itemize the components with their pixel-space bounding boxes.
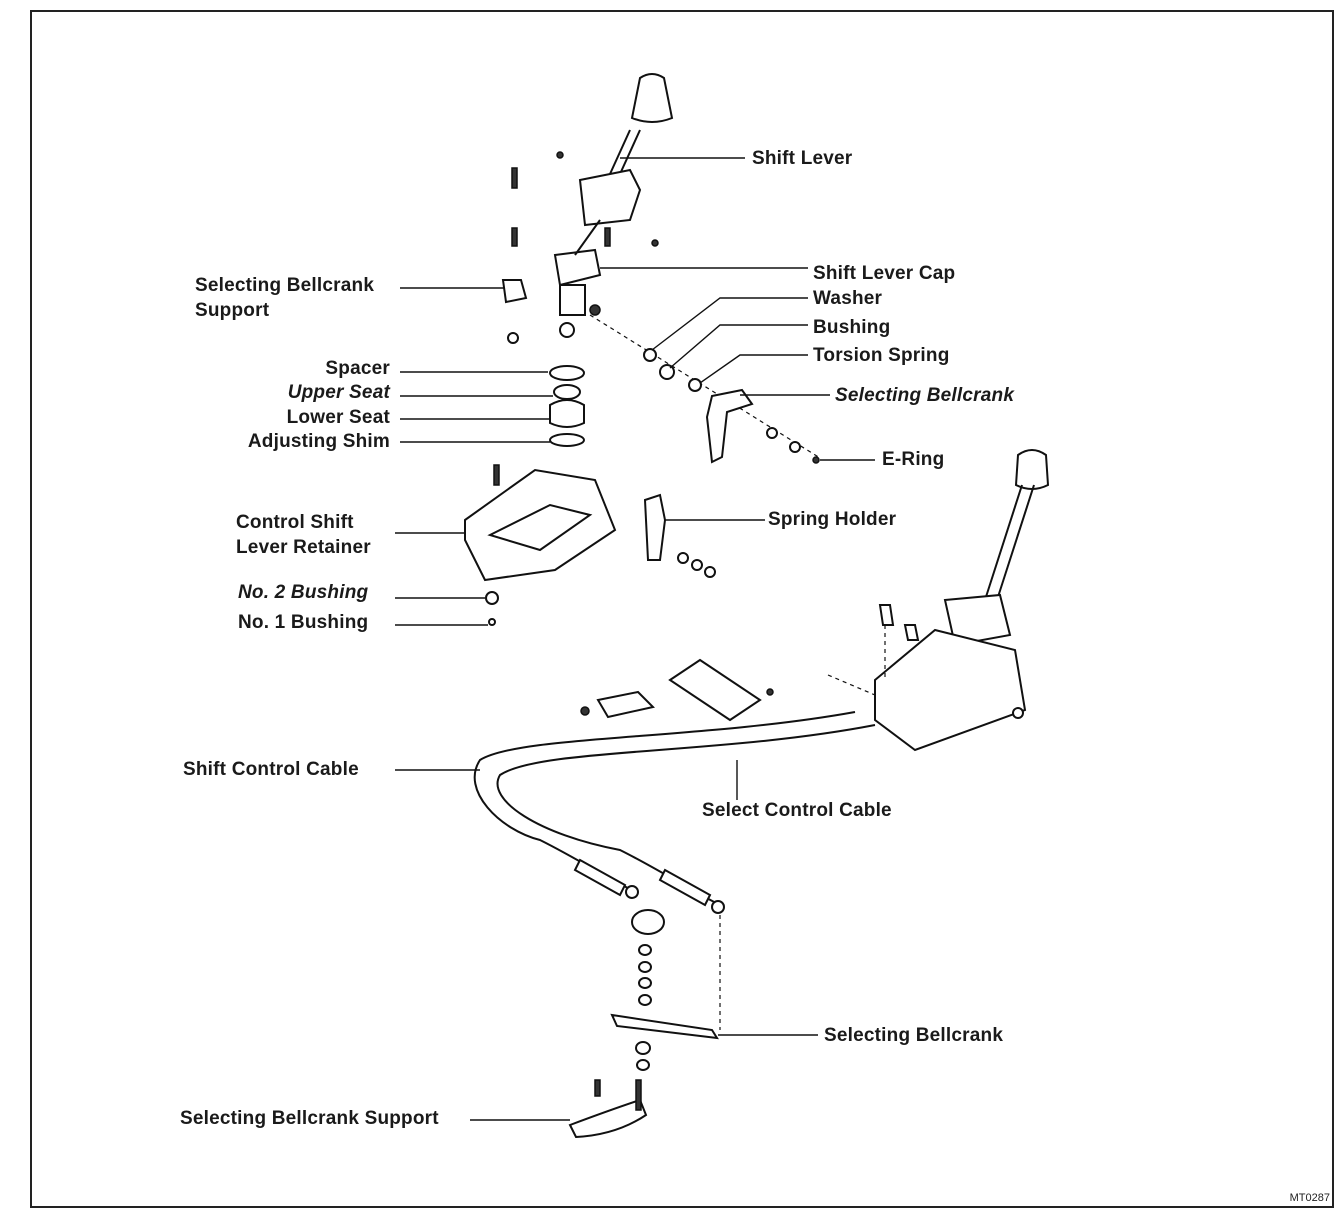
spring-holder-part: [643, 493, 716, 578]
label-torsion-spring: Torsion Spring: [813, 345, 950, 366]
label-no1-bushing: No. 1 Bushing: [238, 612, 369, 633]
brackets-part: [580, 658, 774, 722]
leader-lines: [395, 157, 875, 1121]
label-selecting-bellcrank-support-upper-line2: Support: [195, 300, 270, 321]
label-upper-seat: Upper Seat: [287, 382, 390, 403]
label-control-shift-lever-retainer-line2: Lever Retainer: [236, 537, 371, 558]
cables-part: [473, 711, 876, 914]
label-bushing: Bushing: [813, 317, 891, 338]
label-washer: Washer: [813, 288, 883, 309]
label-select-control-cable: Select Control Cable: [702, 800, 892, 821]
label-adjusting-shim: Adjusting Shim: [247, 431, 390, 452]
retainer-part: [464, 464, 617, 626]
seats-stack-part: [549, 365, 585, 447]
label-selecting-bellcrank-lower: Selecting Bellcrank: [824, 1025, 1004, 1046]
label-shift-lever-cap: Shift Lever Cap: [813, 263, 956, 284]
label-spring-holder: Spring Holder: [768, 509, 897, 530]
label-shift-lever: Shift Lever: [752, 148, 853, 169]
upper-shift-lever-part: [501, 73, 674, 344]
label-no2-bushing: No. 2 Bushing: [238, 582, 369, 603]
label-lower-seat: Lower Seat: [286, 407, 390, 428]
label-selecting-bellcrank-upper: Selecting Bellcrank: [835, 385, 1015, 406]
small-parts-right: [589, 314, 821, 464]
label-shift-control-cable: Shift Control Cable: [183, 759, 359, 780]
figure-code: MT0287: [1289, 1192, 1330, 1204]
lower-bellcrank-parts: [568, 909, 721, 1139]
lower-shift-lever-part: [827, 449, 1050, 752]
label-selecting-bellcrank-support-lower: Selecting Bellcrank Support: [180, 1108, 439, 1129]
diagram-frame: [30, 10, 1334, 1208]
label-spacer: Spacer: [325, 358, 390, 379]
label-e-ring: E-Ring: [882, 449, 945, 470]
label-control-shift-lever-retainer-line1: Control Shift: [236, 512, 354, 533]
label-selecting-bellcrank-support-upper-line1: Selecting Bellcrank: [195, 275, 375, 296]
